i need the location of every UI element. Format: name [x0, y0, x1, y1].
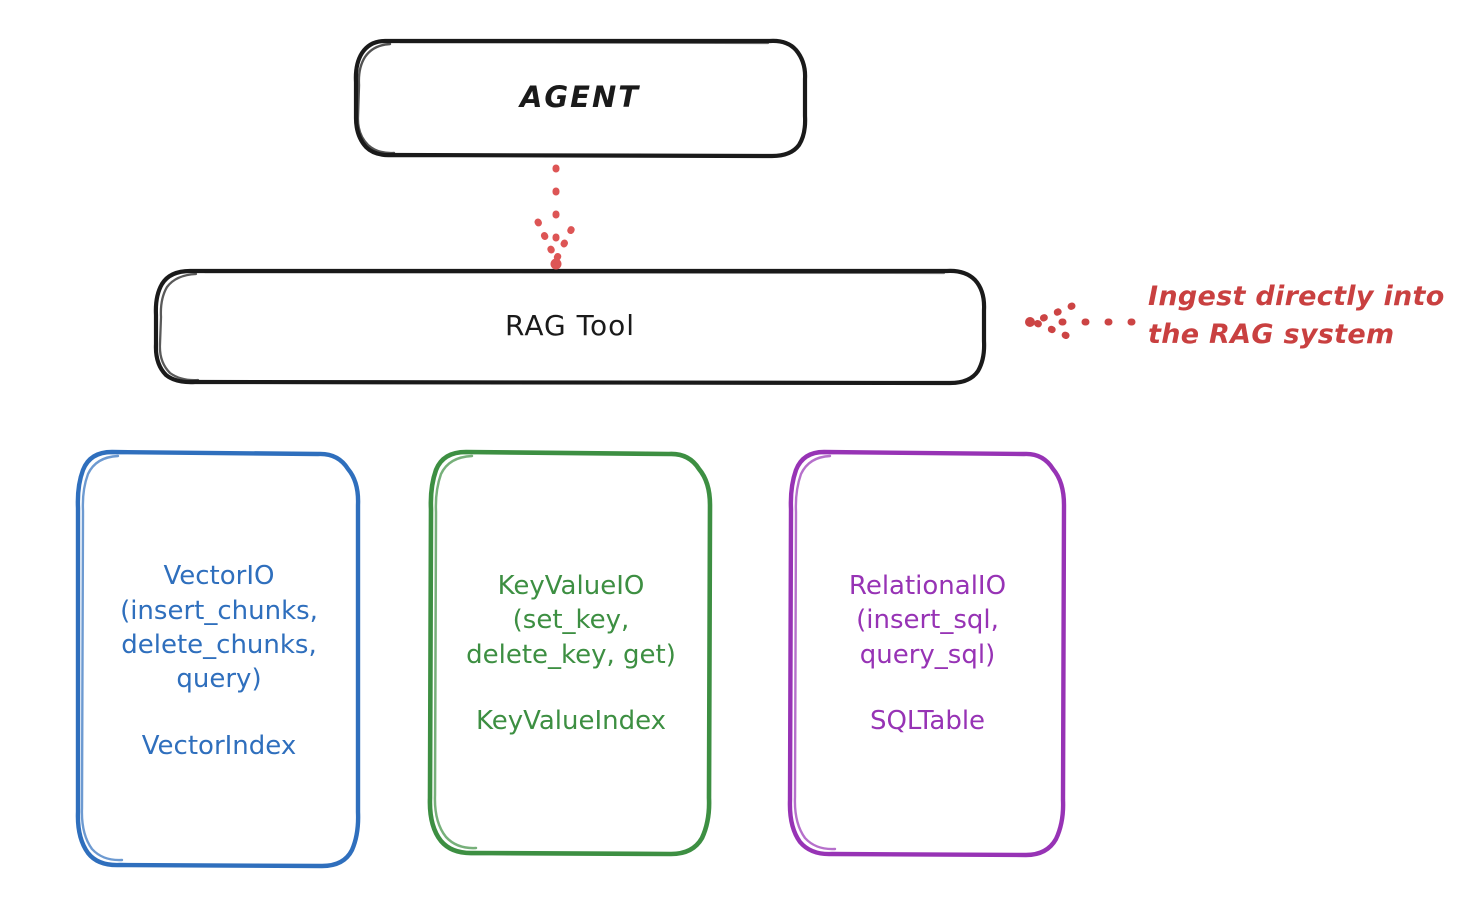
node-rag-tool[interactable]: RAG Tool [155, 270, 985, 382]
vector-io-api-label: VectorIO (insert_chunks, delete_chunks, … [120, 561, 318, 695]
key-value-io-index-label: KeyValueIndex [475, 705, 667, 736]
node-agent[interactable]: AGENT [355, 40, 805, 155]
agent-label: AGENT [519, 80, 641, 115]
agent-to-rag-connector [534, 164, 579, 270]
relational-io-box-outline [787, 449, 1067, 858]
key-value-io-box-outline [427, 449, 713, 857]
rag-tool-box-outline [153, 268, 987, 386]
vector-io-index-label: VectorIndex [141, 730, 297, 761]
key-value-io-api-label: KeyValueIO (set_key, delete_key, get) [466, 571, 676, 670]
relational-io-api-label: RelationalIO (insert_sql, query_sql) [848, 571, 1007, 670]
agent-box-outline [353, 38, 808, 159]
rag-tool-label: RAG Tool [505, 309, 635, 343]
ingest-to-rag-connector [1025, 302, 1136, 342]
node-vector-io[interactable]: VectorIO (insert_chunks, delete_chunks, … [78, 450, 360, 870]
ingest-annotation-text: Ingest directly into the RAG system [1148, 281, 1445, 351]
node-relational-io[interactable]: RelationalIO (insert_sql, query_sql) SQL… [790, 450, 1065, 855]
vector-io-box-outline [75, 449, 361, 869]
node-key-value-io[interactable]: KeyValueIO (set_key, delete_key, get) Ke… [430, 450, 712, 855]
relational-io-index-label: SQLTable [869, 705, 986, 736]
